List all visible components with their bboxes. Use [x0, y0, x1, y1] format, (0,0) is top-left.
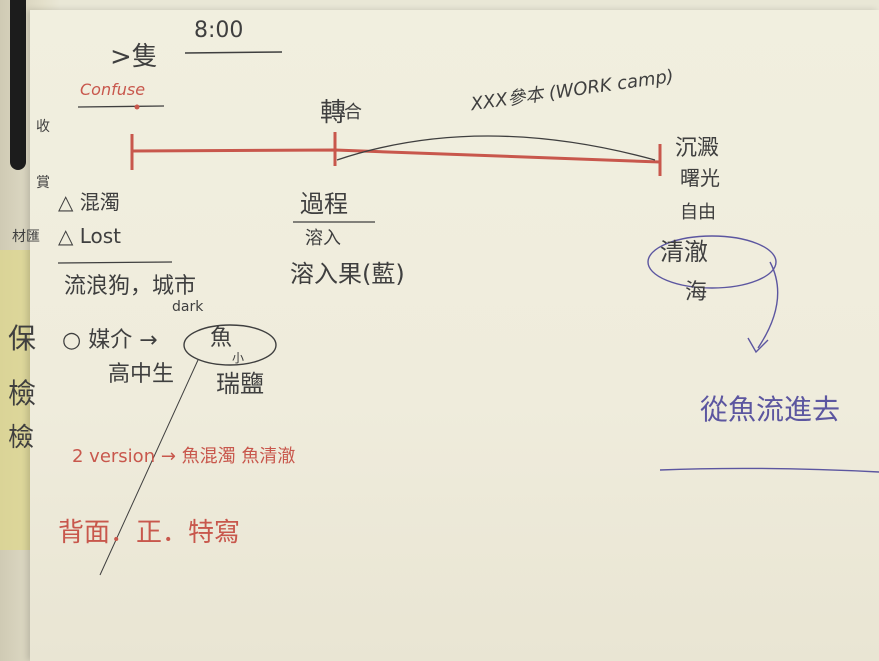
timeline-arc	[336, 135, 656, 161]
paper-sheet	[30, 10, 879, 661]
process-sub: 溶入	[305, 228, 341, 249]
dark-label: dark	[172, 299, 204, 315]
right-arrow-curve	[757, 261, 779, 349]
kaoshi-label: 高中生	[108, 362, 175, 387]
right-arrow-head	[747, 337, 769, 354]
muddy-label: △ 混濁	[58, 190, 120, 214]
medium-label: ○ 媒介 →	[62, 328, 158, 353]
diagonal-line	[99, 359, 199, 576]
right-oval	[647, 235, 777, 289]
time-label: 8:00	[194, 18, 244, 43]
bottom-red-label: 背面．正．特寫	[58, 518, 241, 548]
tiaozhan-label: 瑞鹽	[216, 370, 264, 398]
fish-label: 魚	[210, 326, 233, 351]
circle-right-label-2: 海	[685, 280, 708, 305]
version-label: 2 version → 魚混濁 魚清澈	[72, 446, 296, 467]
fish-small-label: 小	[232, 351, 245, 365]
margin-4: 保	[8, 322, 37, 355]
margin-5: 檢	[8, 377, 37, 410]
end-label-3: 自由	[680, 202, 716, 223]
margin-6: 檢	[8, 423, 35, 453]
confuse-underline	[77, 105, 165, 108]
circle-right-label: 清澈	[660, 238, 708, 266]
wander-label: 流浪狗，城市	[64, 274, 197, 299]
bottom-right-label: 從魚流進去	[700, 393, 841, 426]
lost-label: △ Lost	[58, 224, 122, 248]
top-left-word: >隻	[110, 42, 158, 72]
left-rule	[57, 261, 173, 264]
turn-label: 轉	[320, 98, 347, 128]
bottom-right-rule	[659, 467, 879, 473]
process-label: 過程	[300, 190, 348, 218]
margin-3: 材匯	[12, 229, 40, 245]
end-label-2: 曙光	[680, 166, 720, 190]
timeline	[131, 148, 661, 164]
black-cable	[10, 0, 26, 170]
turn-label-small: 合	[344, 102, 362, 123]
confuse-label: Confuse	[80, 80, 146, 99]
margin-2: 賞	[36, 175, 50, 191]
fish-oval	[183, 324, 277, 366]
margin-1: 收	[36, 119, 50, 135]
process-sub-2: 溶入果(藍)	[290, 260, 405, 288]
time-underline	[184, 51, 283, 54]
end-label-1: 沉澱	[675, 136, 720, 161]
confuse-dot	[134, 104, 140, 110]
